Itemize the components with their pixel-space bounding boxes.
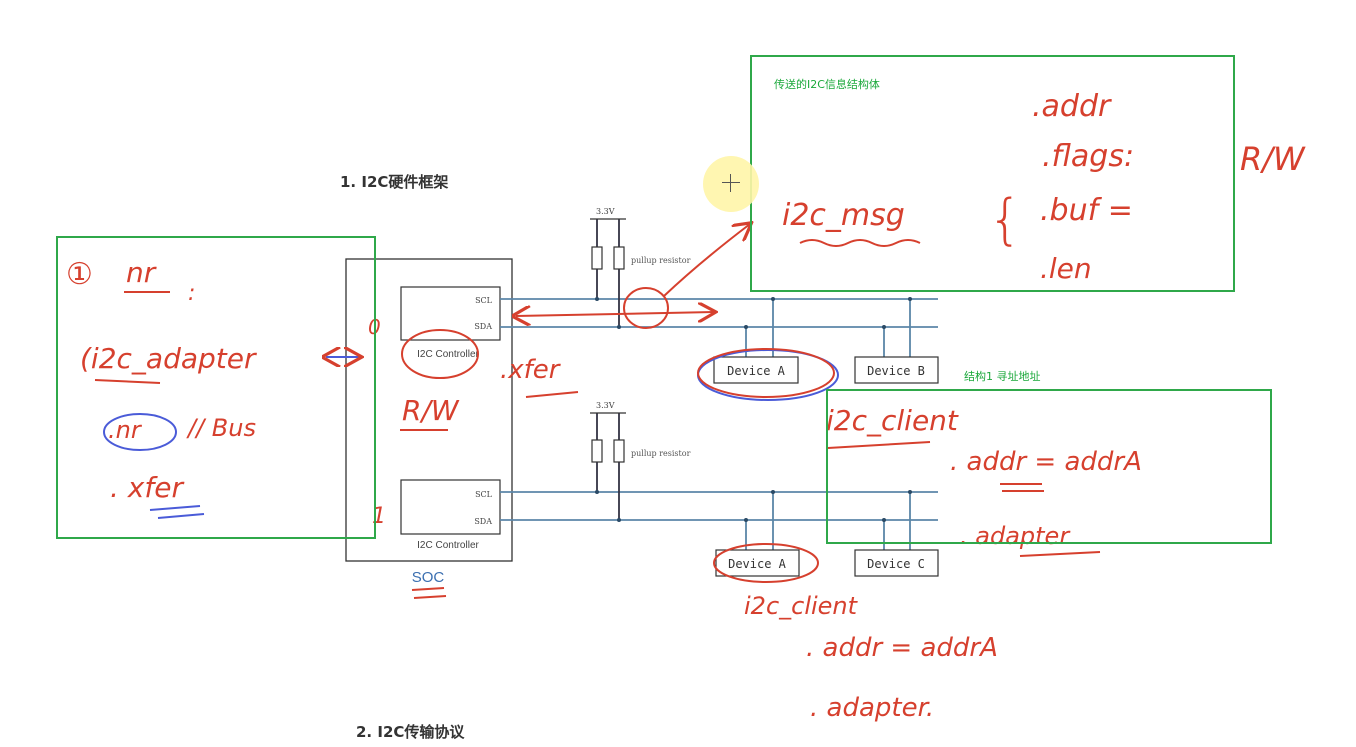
annotation-strokes <box>103 224 839 583</box>
client-label: 结构1 寻址地址 <box>964 370 1041 383</box>
scl-label-1: SCL <box>475 490 493 499</box>
svg-text:Device C: Device C <box>867 557 925 571</box>
supply-label-1: 3.3V <box>596 401 615 410</box>
handwriting-annotations: ① nr : (i2c_adapter .nr // Bus . xfer 0 … <box>66 89 1306 723</box>
device-c: Device C <box>854 549 939 577</box>
client-bottom-addr: . addr = addrA <box>806 633 998 663</box>
i2c-controller-0: SCL SDA I2C Controller <box>400 286 501 360</box>
bus-0-junctions <box>595 297 912 329</box>
rw-mid: R/W <box>402 394 460 427</box>
client-top-adapter: . adapter <box>960 522 1071 550</box>
adapter-annotation-box <box>56 236 376 539</box>
sda-label-1: SDA <box>474 517 492 526</box>
msg-rw: R/W <box>1240 140 1306 178</box>
pullup-label-1: pullup resistor <box>631 449 691 458</box>
device-a-top: Device A <box>713 356 799 384</box>
pullup-resistors-0: 3.3V pullup resistor <box>590 207 691 270</box>
svg-text:Device A: Device A <box>727 364 786 378</box>
bus-1-junctions <box>595 490 912 522</box>
device-b: Device B <box>854 356 939 384</box>
heading-hardware: 1. I2C硬件框架 <box>340 173 449 191</box>
msg-len: .len <box>1040 252 1092 285</box>
client-bottom-adapter: . adapter. <box>810 693 934 723</box>
pullup-label-0: pullup resistor <box>631 256 691 265</box>
soc-label: SOC <box>412 569 445 586</box>
bus-1 <box>500 413 938 550</box>
msg-addr: .addr <box>1032 89 1112 124</box>
msg-struct: i2c_msg <box>782 198 905 233</box>
scl-label-0: SCL <box>475 296 493 305</box>
soc-box <box>345 258 513 562</box>
msg-brace: { <box>988 188 1022 251</box>
nr-heading: nr <box>126 256 157 289</box>
client-bottom: i2c_client <box>744 592 859 620</box>
i2c-controller-1: SCL SDA I2C Controller <box>400 479 501 551</box>
svg-text:Device B: Device B <box>867 364 925 378</box>
msg-flags: .flags: <box>1042 139 1134 174</box>
client-top: i2c_client <box>826 404 959 437</box>
client-annotation-box <box>826 389 1272 544</box>
nr-colon: : <box>188 281 195 306</box>
nr-bus-comment: // Bus <box>186 414 256 442</box>
adapter-text: (i2c_adapter <box>80 342 257 375</box>
pullup-resistors-1: 3.3V pullup resistor <box>590 401 691 463</box>
controller-label-0: I2C Controller <box>417 349 479 360</box>
msg-struct-label: 传送的I2C信息结构体 <box>774 78 880 91</box>
device-a-bottom: Device A <box>715 549 800 577</box>
cursor-highlight <box>703 156 759 212</box>
svg-text:Device A: Device A <box>728 557 787 571</box>
supply-label-0: 3.3V <box>596 207 615 216</box>
crosshair-cursor-icon <box>722 174 740 192</box>
xfer-left: . xfer <box>110 471 184 504</box>
circled-one: ① <box>66 257 93 292</box>
xfer-mid: .xfer <box>500 355 562 385</box>
msg-buf: .buf = <box>1040 193 1133 228</box>
client-top-addr: . addr = addrA <box>950 447 1142 477</box>
heading-protocol: 2. I2C传输协议 <box>356 723 465 741</box>
sda-label-0: SDA <box>474 322 492 331</box>
controller-label-1: I2C Controller <box>417 540 479 551</box>
